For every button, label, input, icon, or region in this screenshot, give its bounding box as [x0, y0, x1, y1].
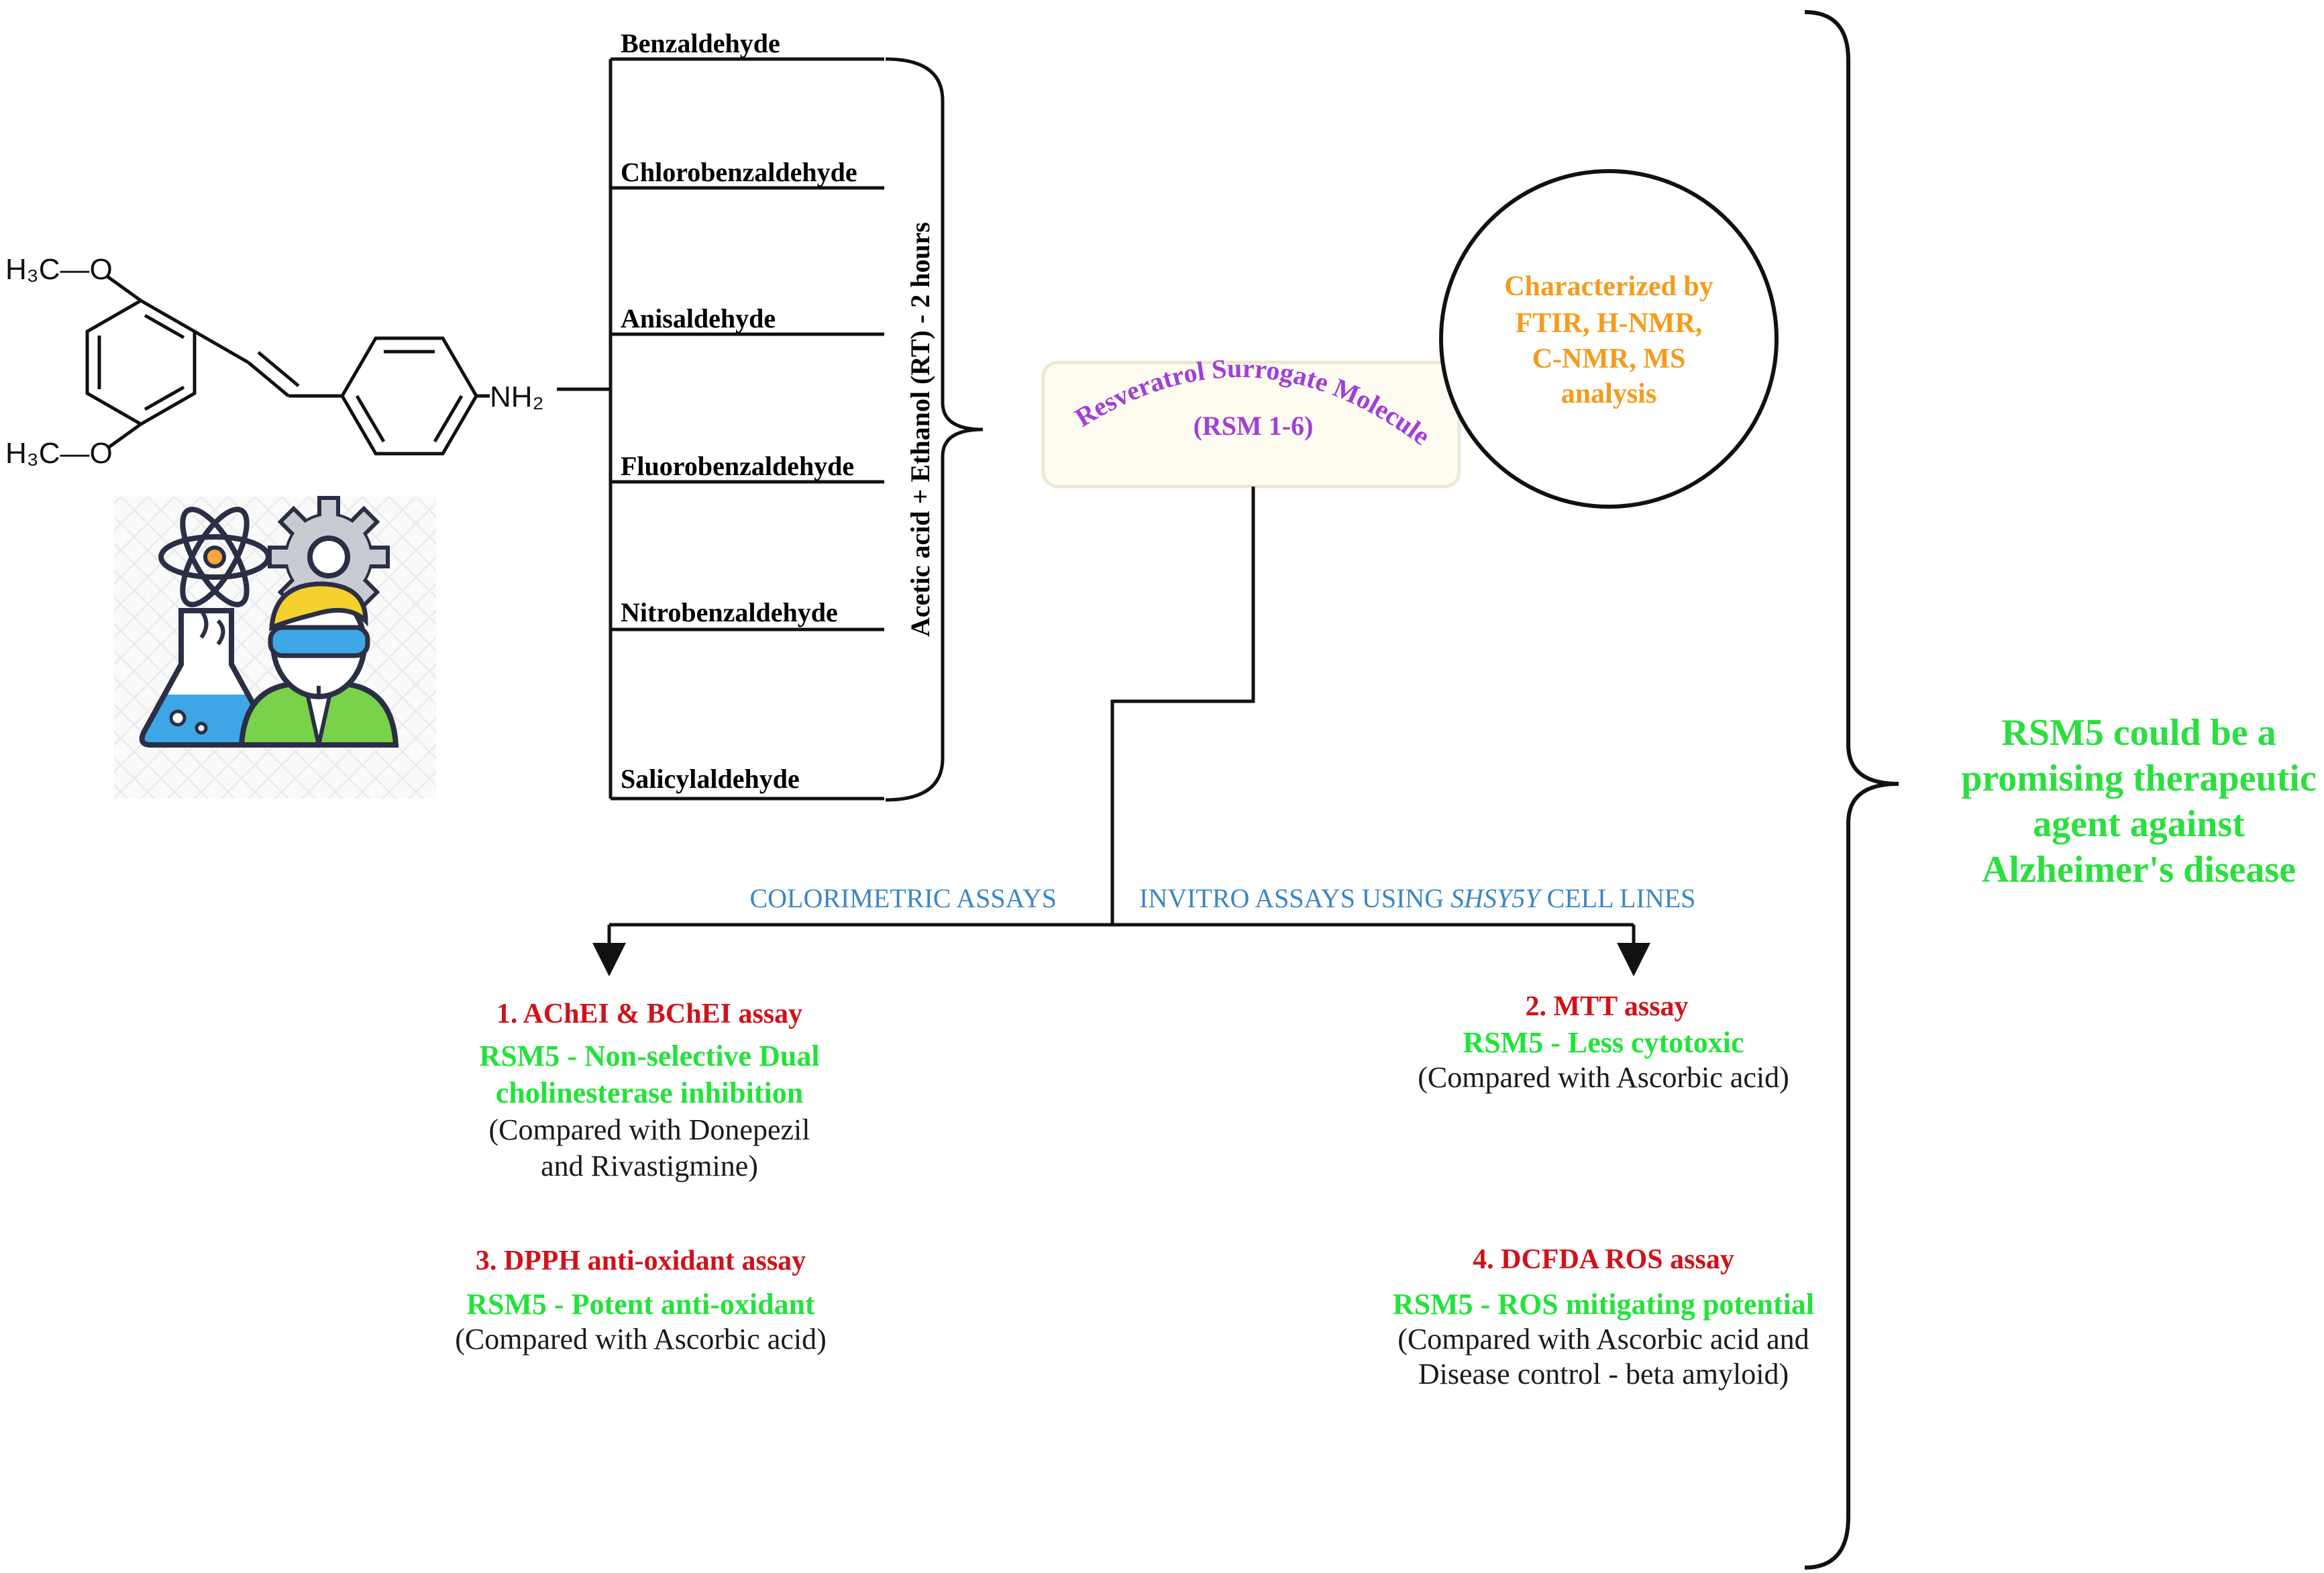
benzene-ring-left	[85, 274, 342, 450]
assay-1-result-line-2: cholinesterase inhibition	[496, 1076, 803, 1109]
assay-4: 4. DCFDA ROS assay RSM5 - ROS mitigating…	[1393, 1244, 1814, 1390]
assay-3: 3. DPPH anti-oxidant assay RSM5 - Potent…	[455, 1246, 827, 1356]
branch-label-invitro: INVITRO ASSAYS USING SHSY5Y CELL LINES	[1139, 883, 1695, 913]
characterization-line-1: Characterized by	[1504, 271, 1713, 302]
branch-label-colorimetric: COLORIMETRIC ASSAYS	[749, 883, 1057, 913]
assay-3-note: (Compared with Ascorbic acid)	[455, 1323, 827, 1356]
aldehyde-chlorobenzaldehyde: Chlorobenzaldehyde	[621, 157, 857, 187]
reaction-brace	[885, 57, 984, 802]
conclusion-line-3: agent against	[2033, 803, 2245, 845]
flow-lines	[592, 487, 1650, 976]
conclusion-line-2: promising therapeutic	[1961, 758, 2316, 799]
assay-1-result-line-1: RSM5 - Non-selective Dual	[479, 1039, 819, 1072]
amine-label: NH₂	[490, 380, 544, 413]
assay-1-note-line-1: (Compared with Donepezil	[489, 1113, 810, 1146]
assay-1-note-line-2: and Rivastigmine)	[541, 1150, 758, 1182]
assay-3-result: RSM5 - Potent anti-oxidant	[466, 1288, 815, 1321]
characterization-line-4: analysis	[1561, 378, 1656, 409]
product-series-label: (RSM 1-6)	[1194, 411, 1314, 441]
aldehyde-anisaldehyde: Anisaldehyde	[621, 303, 776, 334]
assay-4-result: RSM5 - ROS mitigating potential	[1393, 1288, 1814, 1321]
assay-2-note: (Compared with Ascorbic acid)	[1418, 1061, 1789, 1094]
aldehyde-fluorobenzaldehyde: Fluorobenzaldehyde	[621, 451, 854, 481]
scientist-with-flask-icon	[114, 496, 436, 799]
assay-2-title: 2. MTT assay	[1525, 991, 1688, 1022]
assay-4-note-line-2: Disease control - beta amyloid)	[1418, 1358, 1789, 1390]
conclusion-brace	[1804, 10, 1899, 1570]
aldehyde-salicylaldehyde: Salicylaldehyde	[621, 764, 800, 794]
methoxy-top-label: H₃C—O	[5, 253, 113, 286]
reaction-condition-label: Acetic acid + Ethanol (RT) - 2 hours	[905, 222, 935, 637]
conclusion-line-4: Alzheimer's disease	[1982, 849, 2296, 891]
aldehyde-tree-lines	[609, 57, 884, 801]
aldehyde-benzaldehyde: Benzaldehyde	[621, 28, 780, 58]
assay-2-result: RSM5 - Less cytotoxic	[1463, 1026, 1744, 1059]
assay-4-note-line-1: (Compared with Ascorbic acid and	[1397, 1323, 1809, 1356]
product-box	[1041, 360, 1461, 489]
assay-1-title: 1. AChEI & BChEI assay	[496, 999, 802, 1029]
stilbene-amine-structure: H₃C—O H₃C—O NH₂	[5, 253, 611, 470]
characterization-circle	[1439, 169, 1779, 509]
characterization-line-2: FTIR, H-NMR,	[1516, 308, 1703, 339]
methoxy-bottom-label: H₃C—O	[5, 437, 113, 470]
assay-3-title: 3. DPPH anti-oxidant assay	[476, 1246, 806, 1276]
assay-4-title: 4. DCFDA ROS assay	[1473, 1244, 1734, 1275]
assay-2: 2. MTT assay RSM5 - Less cytotoxic (Comp…	[1418, 991, 1789, 1094]
benzene-ring-right	[340, 336, 490, 456]
conclusion-line-1: RSM5 could be a	[2001, 712, 2276, 754]
aldehyde-nitrobenzaldehyde: Nitrobenzaldehyde	[621, 597, 838, 627]
characterization-line-3: C-NMR, MS	[1532, 344, 1686, 374]
assay-1: 1. AChEI & BChEI assay RSM5 - Non-select…	[479, 999, 819, 1182]
